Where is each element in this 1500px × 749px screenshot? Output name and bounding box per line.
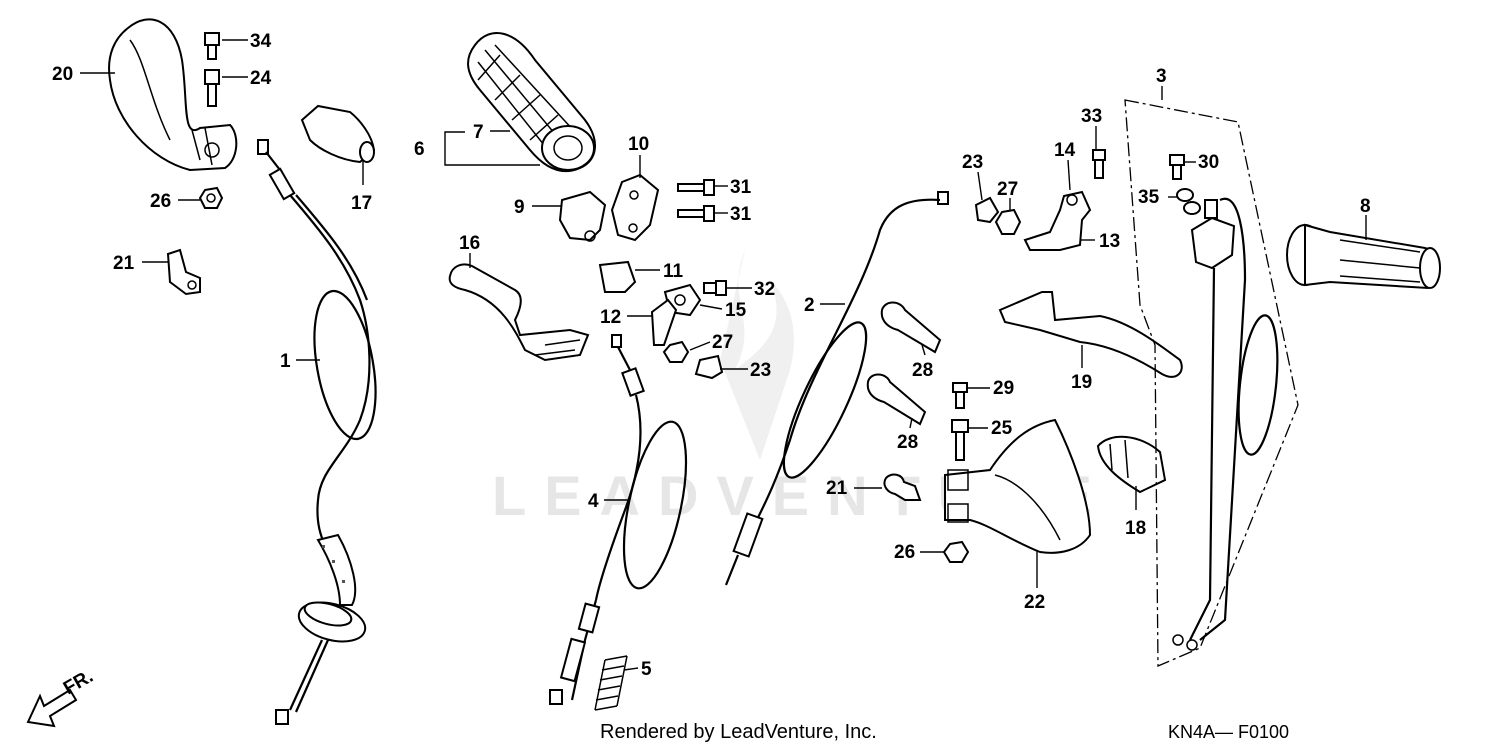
callout-6: 6 <box>414 139 425 160</box>
callout-18: 18 <box>1125 518 1146 539</box>
screw-31-upper <box>677 179 715 196</box>
callout-13: 13 <box>1099 231 1120 252</box>
callout-24: 24 <box>250 68 272 89</box>
screw-31-lower <box>677 205 715 222</box>
watermark-flame-logo <box>720 250 794 460</box>
screw-29 <box>952 382 968 409</box>
callout-26: 26 <box>894 542 915 563</box>
housing-cover <box>558 190 607 242</box>
callout-8: 8 <box>1360 196 1371 217</box>
callout-7: 7 <box>473 122 484 143</box>
engine-stop-switch <box>1172 197 1279 651</box>
callout-31: 31 <box>730 204 752 225</box>
washer-35 <box>1176 188 1201 215</box>
cable-clip-28-upper <box>880 301 942 354</box>
callout-10: 10 <box>628 134 649 155</box>
nut-27-left <box>662 340 690 363</box>
adjuster-23-right <box>974 196 1000 224</box>
callout-16: 16 <box>459 233 480 254</box>
callout-5: 5 <box>641 659 652 680</box>
collar-25 <box>951 419 969 461</box>
callout-28: 28 <box>912 360 933 381</box>
callout-23: 23 <box>962 152 983 173</box>
clutch-lever <box>448 263 590 362</box>
collar-24 <box>204 69 220 107</box>
callout-29: 29 <box>993 378 1014 399</box>
callout-15: 15 <box>725 300 747 321</box>
callout-27: 27 <box>997 179 1018 200</box>
callout-3: 3 <box>1156 66 1167 87</box>
screw-33 <box>1092 149 1106 179</box>
bracket-11 <box>598 260 637 293</box>
spring-5 <box>594 655 628 711</box>
callout-27: 27 <box>712 332 733 353</box>
brake-switch-bracket <box>1023 190 1092 251</box>
callout-25: 25 <box>991 418 1013 439</box>
clip-21-left <box>166 248 201 296</box>
throttle-housing <box>610 173 660 242</box>
screw-30 <box>1169 154 1185 180</box>
callout-32: 32 <box>754 279 775 300</box>
adjuster-23-left <box>694 354 724 380</box>
throttle-cable <box>257 139 377 725</box>
left-hand-guard <box>108 18 238 172</box>
callout-21: 21 <box>113 253 135 274</box>
leader-lines <box>80 39 1367 671</box>
callout-31: 31 <box>730 177 752 198</box>
clip-21-right <box>883 473 922 501</box>
nut-26-right <box>942 540 970 563</box>
callout-34: 34 <box>250 31 272 52</box>
right-hand-guard <box>944 418 1092 554</box>
throttle-grip <box>467 32 597 173</box>
callout-35: 35 <box>1138 187 1160 208</box>
callout-9: 9 <box>514 197 525 218</box>
callout-33: 33 <box>1081 106 1102 127</box>
nut-26-left <box>198 186 224 209</box>
clutch-cable <box>549 334 688 705</box>
callout-22: 22 <box>1024 592 1045 613</box>
switch-12 <box>650 298 678 346</box>
callout-4: 4 <box>588 491 599 512</box>
choke-cable <box>724 191 949 586</box>
callout-17: 17 <box>351 193 372 214</box>
callout-labels: 20 34 24 26 21 17 1 6 7 10 9 31 31 16 11… <box>52 31 1371 680</box>
callout-19: 19 <box>1071 372 1092 393</box>
callout-26: 26 <box>150 191 171 212</box>
callout-12: 12 <box>600 307 621 328</box>
bolt-34 <box>204 32 220 60</box>
switch-boot-18 <box>1096 435 1167 494</box>
callout-20: 20 <box>52 64 73 85</box>
callout-21: 21 <box>826 478 848 499</box>
front-direction-arrow: FR. <box>26 666 97 728</box>
throttle-cable-boot <box>300 104 376 164</box>
cable-clip-28-lower <box>866 373 927 426</box>
bolt-32 <box>703 280 727 296</box>
callout-14: 14 <box>1054 140 1076 161</box>
nut-27-right <box>994 208 1022 235</box>
left-grip <box>1286 223 1441 290</box>
switch-assembly-outline <box>1124 99 1299 667</box>
callout-28: 28 <box>897 432 918 453</box>
rendered-by-credit: Rendered by LeadVenture, Inc. <box>600 721 877 743</box>
callout-23: 23 <box>750 360 771 381</box>
callout-2: 2 <box>804 295 815 316</box>
front-brake-lever <box>998 291 1183 378</box>
callout-11: 11 <box>663 261 684 282</box>
callout-1: 1 <box>280 351 291 372</box>
diagram-code: KN4A— F0100 <box>1168 722 1289 742</box>
callout-30: 30 <box>1198 152 1219 173</box>
